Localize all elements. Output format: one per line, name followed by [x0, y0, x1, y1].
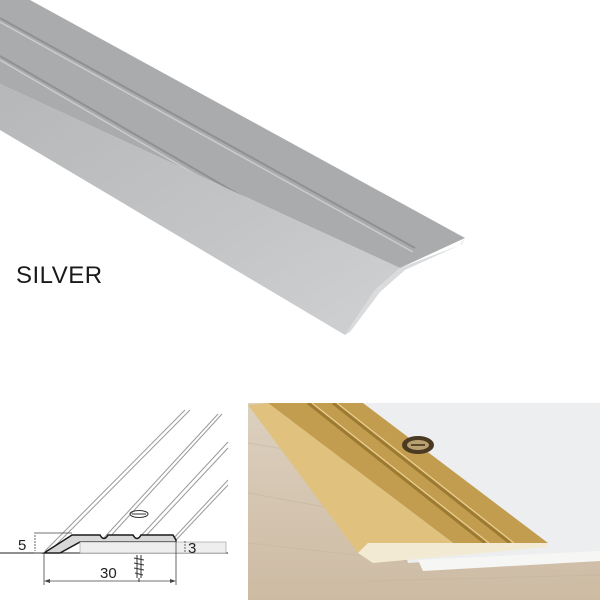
- width-dimension-label: 30: [100, 565, 117, 582]
- silver-profile-image: [0, 0, 465, 335]
- dimension-diagram: 5 3 30: [0, 409, 229, 585]
- step-dimension-label: 3: [188, 540, 196, 557]
- height-dimension-label: 5: [18, 537, 26, 554]
- color-label: SILVER: [16, 262, 103, 289]
- installed-gold-profile-photo: [248, 403, 600, 600]
